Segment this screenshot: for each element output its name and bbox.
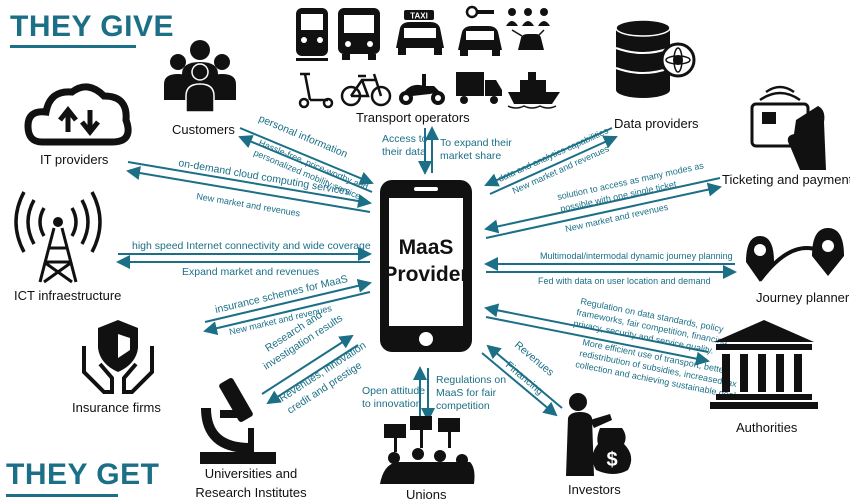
truck-icon <box>456 72 502 104</box>
arrow-ticket-give <box>484 177 721 234</box>
label-authorities: Authorities <box>736 420 798 435</box>
dollar-sign: $ <box>606 449 617 471</box>
label-insurance: Insurance firms <box>72 400 161 415</box>
arrow-it-get <box>126 166 371 213</box>
label-universities-1: Universities and <box>204 466 298 481</box>
route-pins-icon <box>746 228 844 282</box>
arrow-investors-give <box>486 344 563 409</box>
they-give-header: THEY GIVE <box>10 10 174 43</box>
arrow-customers-get <box>238 135 373 193</box>
motorbike-icon <box>399 74 445 105</box>
bus-icon <box>338 8 380 60</box>
maas-provider-line2: Provider <box>383 263 469 286</box>
insurance-hands-shield-icon <box>82 320 154 394</box>
arrow-insurance-get <box>203 291 371 336</box>
maas-provider-line1: MaaS <box>398 236 454 259</box>
label-investors: Investors <box>568 482 621 497</box>
train-icon <box>296 8 328 61</box>
card-payment-icon <box>750 85 826 170</box>
arrow-auth-get <box>485 316 710 366</box>
antenna-tower-icon <box>14 191 102 284</box>
ship-icon <box>507 72 560 109</box>
cloud-sync-icon <box>24 83 132 146</box>
arrow-ticket-get <box>485 182 722 239</box>
protest-icon <box>380 416 475 484</box>
arrow-data-give <box>484 127 613 187</box>
flow-ict-give: high speed Internet connectivity and wid… <box>132 240 371 252</box>
flow-journey-give: Multimodal/intermodal dynamic journey pl… <box>540 251 733 261</box>
arrow-customers-give <box>239 127 374 185</box>
label-ict: ICT infraestructure <box>14 288 122 303</box>
arrow-investors-get <box>481 352 558 417</box>
arrow-insurance-give <box>204 278 372 323</box>
bicycle-icon <box>340 73 392 107</box>
taxi-sign-text: TAXI <box>410 12 428 21</box>
label-journey: Journey planner <box>756 290 850 305</box>
ride-sharing-icon <box>506 8 550 50</box>
flow-it-get: New market and revenues <box>196 191 302 218</box>
flow-journey-get: Fed with data on user location and deman… <box>538 276 711 286</box>
flow-ict-get: Expand market and revenues <box>182 266 319 278</box>
arrow-it-give <box>127 161 372 208</box>
car-key-icon <box>458 5 502 56</box>
arrow-data-get <box>489 135 618 195</box>
database-icon <box>615 19 696 98</box>
arrow-univ-give <box>261 334 354 395</box>
they-get-header: THEY GET <box>6 458 160 491</box>
label-ticketing: Ticketing and payment <box>722 172 850 187</box>
label-customers: Customers <box>172 122 235 137</box>
label-data-providers: Data providers <box>614 116 699 131</box>
investor-money-bag-icon: $ <box>566 393 632 476</box>
flow-arrows <box>116 126 737 422</box>
label-universities-2: Research Institutes <box>195 485 307 500</box>
arrow-auth-give <box>484 303 709 353</box>
they-get-underline <box>6 494 118 497</box>
customers-icon <box>164 40 236 113</box>
microscope-icon <box>200 378 276 464</box>
courthouse-icon <box>710 320 818 409</box>
phone-icon <box>380 180 472 352</box>
taxi-icon: TAXI <box>396 10 444 55</box>
label-transport: Transport operators <box>356 110 470 125</box>
scooter-icon <box>298 72 334 109</box>
label-unions: Unions <box>406 487 447 502</box>
they-give-underline <box>10 45 136 48</box>
label-it-providers: IT providers <box>40 152 109 167</box>
arrow-univ-get <box>266 344 359 405</box>
